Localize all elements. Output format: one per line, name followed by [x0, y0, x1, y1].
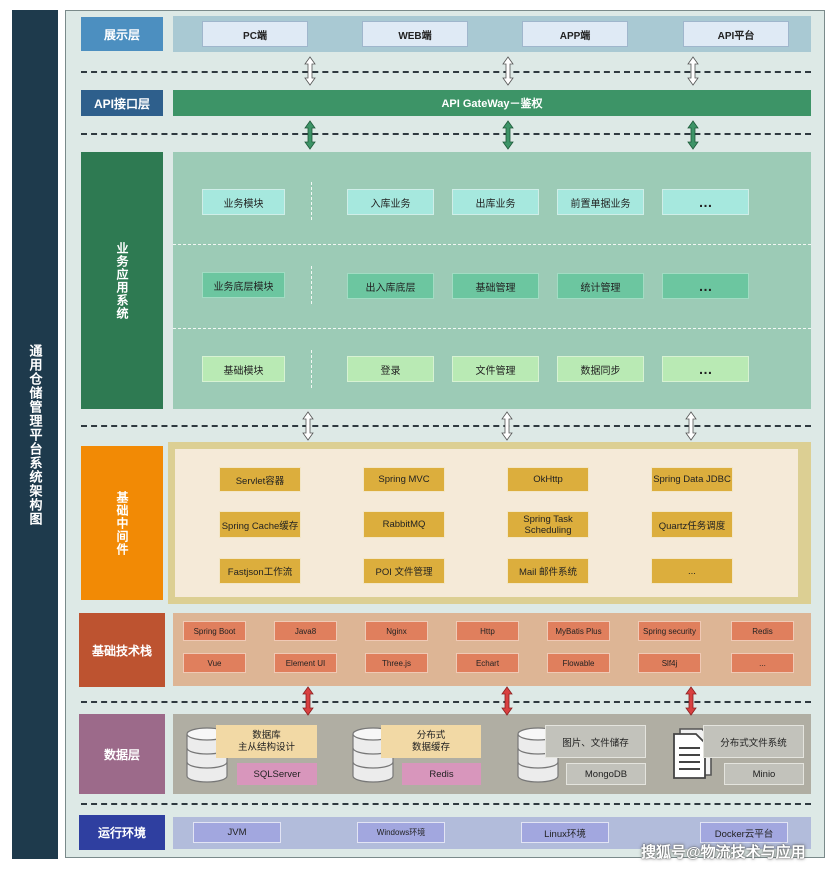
middleware-item: OkHttp [507, 467, 589, 492]
runtime-item: Windows环境 [357, 822, 445, 843]
tech-item: Java8 [274, 621, 337, 641]
display-item-web: WEB端 [362, 21, 468, 47]
separator-line [81, 701, 811, 703]
data-group-sub: Minio [724, 763, 804, 785]
platform-title: 通用仓储管理平台系统架构图 [12, 10, 58, 859]
runtime-item: JVM [193, 822, 281, 843]
api-gateway-bar: API GateWay－鉴权 [173, 90, 811, 116]
watermark: 搜狐号@物流技术与应用 [641, 844, 806, 861]
double-arrow-icon [501, 411, 513, 441]
business-layer-label: 业务应用系统 [81, 152, 163, 409]
tech-item: Http [456, 621, 519, 641]
middleware-item: Spring Cache缓存 [219, 511, 301, 538]
display-layer-label: 展示层 [81, 17, 163, 51]
double-arrow-icon [501, 686, 513, 716]
business-item: 数据同步 [557, 356, 644, 382]
column-divider [311, 182, 312, 220]
column-divider [311, 350, 312, 388]
document-icon [673, 728, 712, 779]
middleware-item: POI 文件管理 [363, 558, 445, 584]
double-arrow-icon [685, 686, 697, 716]
double-arrow-icon [685, 411, 697, 441]
double-arrow-icon [502, 120, 514, 150]
display-item-pc: PC端 [202, 21, 308, 47]
business-item: 出库业务 [452, 189, 539, 215]
separator-line [81, 133, 811, 135]
runtime-item: Docker云平台 [700, 822, 788, 843]
runtime-item: Linux环境 [521, 822, 609, 843]
tech-item: Element UI [274, 653, 337, 673]
api-layer-label: API接口层 [81, 90, 163, 116]
tech-item: Flowable [547, 653, 610, 673]
double-arrow-icon [304, 56, 316, 86]
business-item-more: … [662, 189, 749, 215]
separator-line [81, 71, 811, 73]
data-group-sub: MongoDB [566, 763, 646, 785]
tech-item: Three.js [365, 653, 428, 673]
tech-item: MyBatis Plus [547, 621, 610, 641]
display-item-app: APP端 [522, 21, 628, 47]
business-module: 业务模块 [202, 189, 285, 215]
middleware-item: Spring MVC [363, 467, 445, 492]
tech-item: Spring Boot [183, 621, 246, 641]
middleware-item: Fastjson工作流 [219, 558, 301, 584]
middleware-layer-label: 基础中间件 [81, 446, 163, 600]
middleware-item: RabbitMQ [363, 511, 445, 538]
row-divider [173, 328, 811, 329]
data-group-title: 图片、文件储存 [545, 725, 646, 758]
middleware-item: Spring Data JDBC [651, 467, 733, 492]
double-arrow-icon [687, 56, 699, 86]
data-group-sub: Redis [402, 763, 481, 785]
data-group-title: 分布式文件系统 [703, 725, 804, 758]
double-arrow-icon [304, 120, 316, 150]
separator-line [81, 803, 811, 805]
separator-line [81, 425, 811, 427]
tech-item: Spring security [638, 621, 701, 641]
business-item: 出入库底层 [347, 273, 434, 299]
tech-item: Echart [456, 653, 519, 673]
tech-item: Nginx [365, 621, 428, 641]
business-item: 前置单据业务 [557, 189, 644, 215]
business-module: 业务底层模块 [202, 272, 285, 298]
row-divider [173, 244, 811, 245]
business-item: 登录 [347, 356, 434, 382]
middleware-layer-text: 基础中间件 [115, 490, 129, 556]
business-item: 文件管理 [452, 356, 539, 382]
column-divider [311, 266, 312, 304]
business-item: 基础管理 [452, 273, 539, 299]
runtime-layer-label: 运行环境 [79, 815, 165, 850]
middleware-item: Servlet容器 [219, 467, 301, 492]
data-group-title: 分布式 数据缓存 [381, 725, 481, 758]
business-item-more: … [662, 356, 749, 382]
business-module: 基础模块 [202, 356, 285, 382]
double-arrow-icon [502, 56, 514, 86]
double-arrow-icon [302, 411, 314, 441]
business-item: 统计管理 [557, 273, 644, 299]
tech-item: Redis [731, 621, 794, 641]
tech-item-more: ... [731, 653, 794, 673]
tech-item: Vue [183, 653, 246, 673]
data-group-sub: SQLServer [237, 763, 317, 785]
data-layer-label: 数据层 [79, 714, 165, 794]
tech-stack-label: 基础技术栈 [79, 613, 165, 687]
data-group-title: 数据库 主从结构设计 [216, 725, 317, 758]
business-layer-text: 业务应用系统 [115, 241, 129, 320]
middleware-item-more: ... [651, 558, 733, 584]
business-item: 入库业务 [347, 189, 434, 215]
middleware-item: Spring Task Scheduling [507, 511, 589, 538]
middleware-item: Mail 邮件系统 [507, 558, 589, 584]
tech-item: Slf4j [638, 653, 701, 673]
business-item-more: … [662, 273, 749, 299]
double-arrow-icon [687, 120, 699, 150]
display-item-api-platform: API平台 [683, 21, 789, 47]
middleware-item: Quartz任务调度 [651, 511, 733, 538]
double-arrow-icon [302, 686, 314, 716]
